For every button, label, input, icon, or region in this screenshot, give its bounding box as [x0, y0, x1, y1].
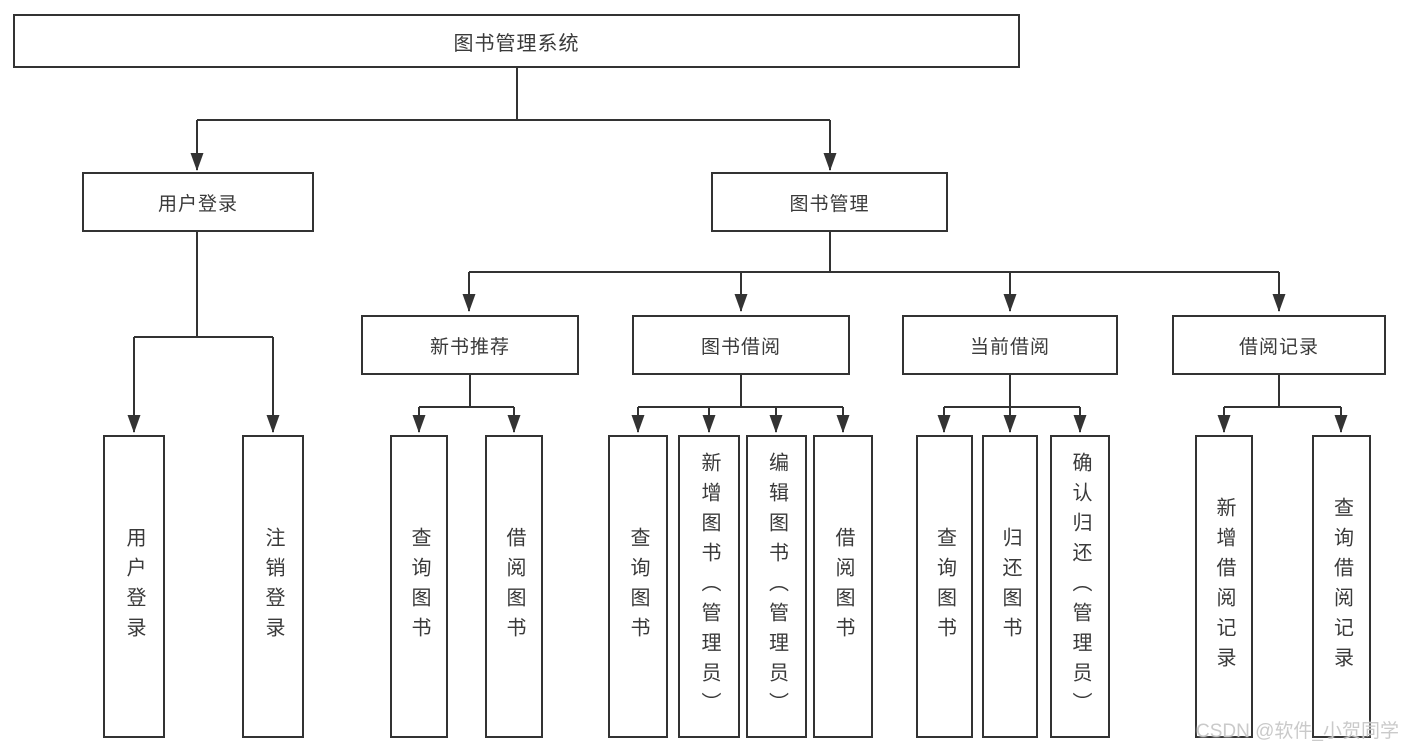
leaf-user-login: 用户登录: [103, 435, 165, 738]
leaf-borrow-borrow-books-label: 借阅图书: [832, 526, 854, 647]
node-user-login-branch: 用户登录: [82, 172, 314, 232]
leaf-edit-books-admin: 编辑图书（管理员）: [746, 435, 807, 738]
node-book-management-branch: 图书管理: [711, 172, 948, 232]
leaf-confirm-return-admin-label: 确认归还（管理员）: [1069, 451, 1091, 722]
node-current-borrowing: 当前借阅: [902, 315, 1118, 375]
leaf-query-borrow-record: 查询借阅记录: [1312, 435, 1371, 738]
leaf-newbook-query-books: 查询图书: [390, 435, 448, 738]
leaf-borrow-borrow-books: 借阅图书: [813, 435, 873, 738]
node-library-management-system-label: 图书管理系统: [453, 32, 580, 55]
leaf-newbook-borrow-books-label: 借阅图书: [503, 526, 525, 647]
leaf-query-borrow-record-label: 查询借阅记录: [1330, 496, 1353, 677]
leaf-add-borrow-record-label: 新增借阅记录: [1213, 496, 1235, 677]
node-library-management-system: 图书管理系统: [13, 14, 1020, 68]
node-borrowing-records-label: 借阅记录: [1238, 336, 1319, 358]
leaf-confirm-return-admin: 确认归还（管理员）: [1050, 435, 1110, 738]
leaf-newbook-query-books-label: 查询图书: [408, 526, 430, 647]
node-book-management-branch-label: 图书管理: [789, 193, 870, 215]
leaf-borrow-query-books-label: 查询图书: [627, 526, 649, 647]
node-book-borrowing-label: 图书借阅: [700, 336, 781, 358]
node-current-borrowing-label: 当前借阅: [969, 336, 1050, 358]
csdn-watermark: CSDN @软件_小贺同学: [1196, 721, 1399, 742]
leaf-newbook-borrow-books: 借阅图书: [485, 435, 543, 738]
node-borrowing-records: 借阅记录: [1172, 315, 1386, 375]
leaf-logout: 注销登录: [242, 435, 304, 738]
leaf-logout-label: 注销登录: [262, 526, 284, 647]
node-book-borrowing: 图书借阅: [632, 315, 850, 375]
leaf-add-books-admin-label: 新增图书（管理员）: [698, 451, 720, 722]
leaf-return-books-label: 归还图书: [999, 526, 1021, 647]
leaf-user-login-label: 用户登录: [123, 526, 145, 647]
leaf-borrow-query-books: 查询图书: [608, 435, 668, 738]
node-new-book-recommendation: 新书推荐: [361, 315, 579, 375]
leaf-edit-books-admin-label: 编辑图书（管理员）: [765, 451, 788, 722]
leaf-return-books: 归还图书: [982, 435, 1038, 738]
leaf-current-query-books: 查询图书: [916, 435, 973, 738]
leaf-add-borrow-record: 新增借阅记录: [1195, 435, 1253, 738]
node-new-book-recommendation-label: 新书推荐: [429, 336, 510, 358]
leaf-current-query-books-label: 查询图书: [933, 526, 956, 647]
node-user-login-branch-label: 用户登录: [157, 193, 238, 215]
leaf-add-books-admin: 新增图书（管理员）: [678, 435, 740, 738]
